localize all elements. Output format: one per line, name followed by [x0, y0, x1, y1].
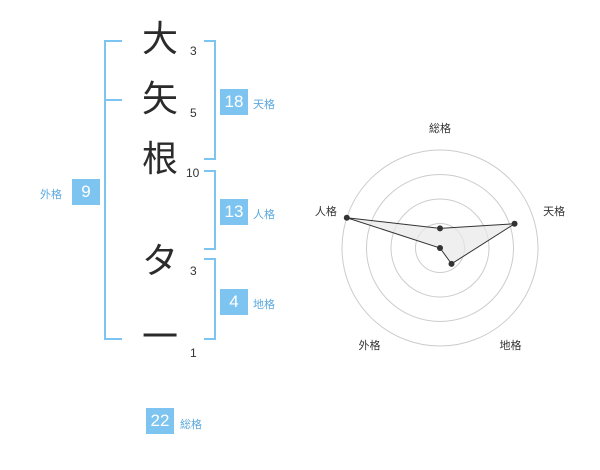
soukaku-label: 総格	[180, 418, 202, 431]
radar-grid-ring	[390, 198, 490, 298]
jinkaku-value: 13	[220, 199, 248, 225]
stroke-count-5: 1	[190, 346, 197, 360]
stroke-count-1: 3	[190, 44, 197, 58]
radar-axis-label: 地格	[500, 338, 522, 352]
stroke-count-4: 3	[190, 264, 197, 278]
jinkaku-label: 人格	[253, 208, 275, 221]
chikaku-bracket	[204, 258, 216, 340]
radar-point	[343, 214, 350, 221]
name-char-4: タ	[141, 241, 178, 282]
tenkaku-value: 18	[220, 89, 248, 115]
stroke-count-3: 10	[186, 166, 200, 180]
soukaku-value: 22	[146, 408, 174, 434]
chikaku-value: 4	[220, 289, 248, 315]
gaikaku-label: 外格	[40, 188, 62, 201]
chikaku-label: 地格	[253, 298, 275, 311]
gaikaku-bracket-mid	[104, 99, 122, 101]
name-char-5: 一	[141, 317, 178, 358]
radar-point	[448, 260, 455, 267]
radar-point	[437, 245, 443, 251]
radar-axis-label: 天格	[543, 204, 565, 218]
radar-point	[511, 220, 518, 227]
radar-axis-label: 総格	[429, 121, 451, 135]
radar-axis-label: 人格	[315, 204, 337, 218]
jinkaku-bracket	[204, 170, 216, 250]
stroke-count-2: 5	[190, 106, 197, 120]
radar-grid-ring	[341, 149, 539, 347]
gaikaku-value: 9	[72, 179, 100, 205]
name-char-2: 矢	[141, 79, 178, 120]
name-char-1: 大	[141, 19, 178, 60]
radar-axis-label: 外格	[358, 338, 380, 352]
name-char-3: 根	[141, 139, 178, 180]
tenkaku-label: 天格	[253, 98, 275, 111]
radar-point	[437, 225, 443, 232]
radar-grid-ring	[366, 174, 514, 322]
gaikaku-bracket	[104, 40, 122, 340]
tenkaku-bracket	[204, 40, 216, 160]
radar-area	[346, 217, 515, 265]
